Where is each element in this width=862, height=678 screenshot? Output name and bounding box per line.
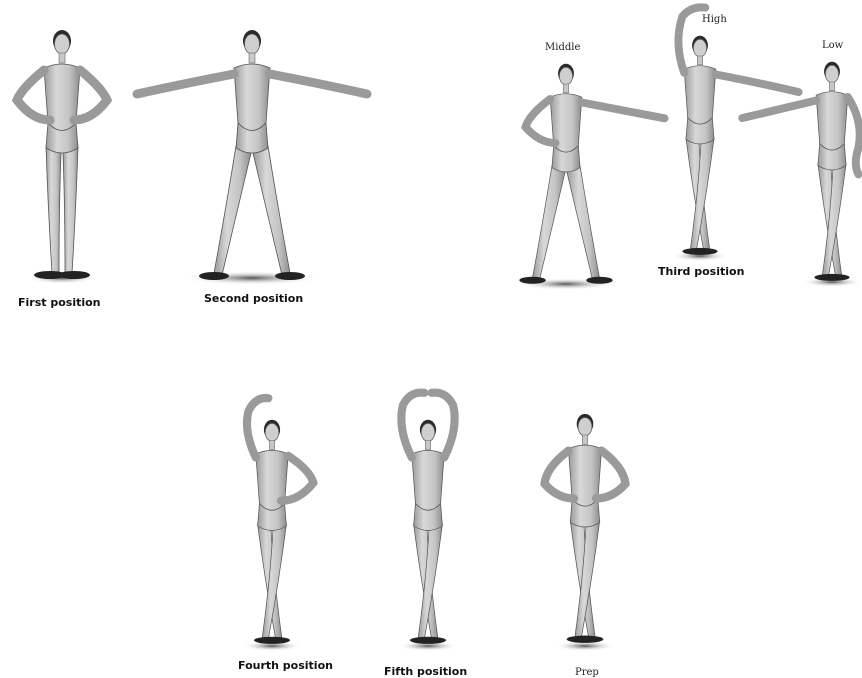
figure-third-middle [516,64,665,290]
caption-first-position: First position [18,296,101,309]
figure-second-position [137,30,367,285]
label-high: High [702,14,727,25]
figure-prep [545,414,626,651]
figure-third-low [742,62,862,287]
label-low: Low [822,40,843,51]
caption-second-position: Second position [204,292,303,305]
caption-prep: Prep [575,667,599,678]
label-middle: Middle [545,42,580,53]
figure-fifth-position [398,393,458,651]
caption-third-position: Third position [658,265,744,278]
figure-fourth-position [242,398,313,651]
caption-fourth-position: Fourth position [238,659,333,672]
figure-first-position [17,30,107,284]
figure-third-high [672,7,799,261]
caption-fifth-position: Fifth position [384,665,467,678]
